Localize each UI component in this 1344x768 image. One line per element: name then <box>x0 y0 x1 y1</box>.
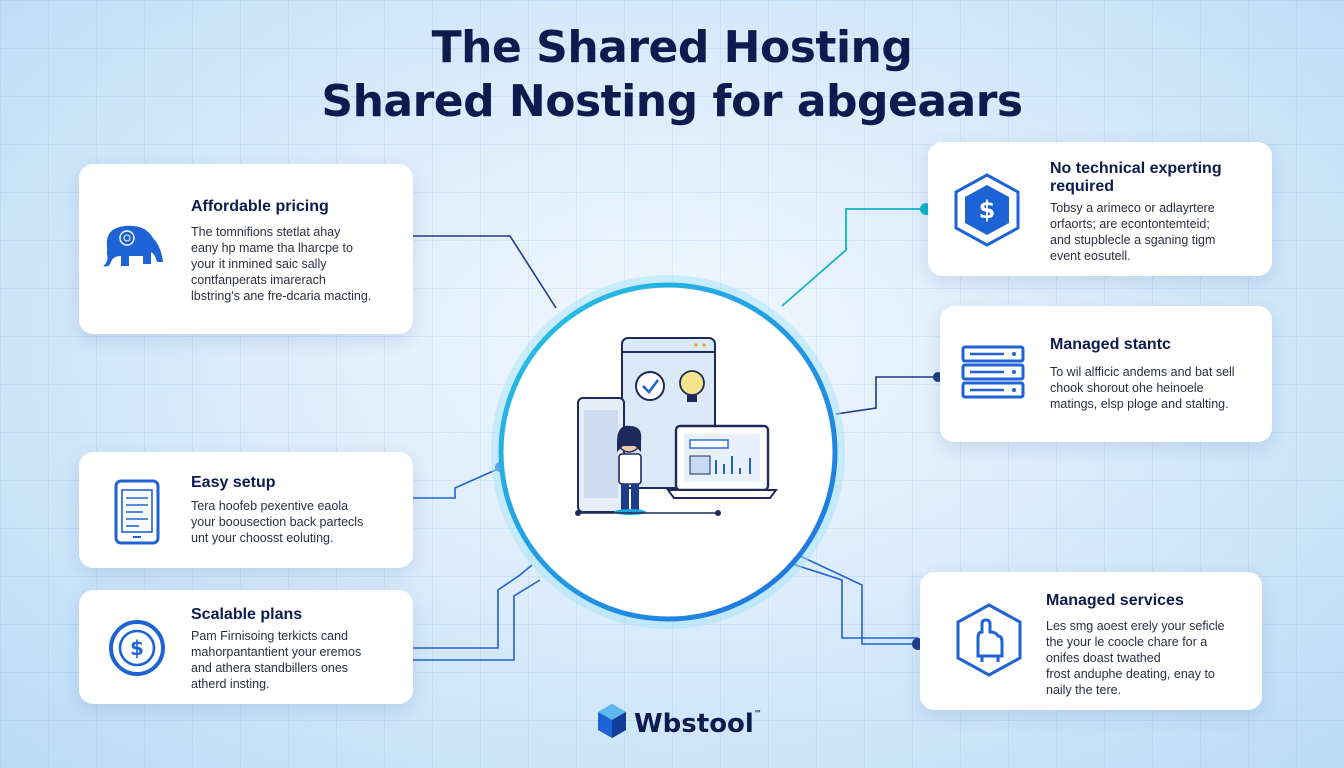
brand-logo-text: Wbstool™ <box>634 709 762 739</box>
card-easy-heading: Easy setup <box>191 474 276 491</box>
connector-managed-stantc <box>835 376 938 415</box>
card-easy-body: Tera hoofeb pexentive eaola your boousec… <box>191 499 364 545</box>
connector-scalable-a <box>413 564 533 649</box>
brand-logo: Wbstool™ <box>596 700 762 748</box>
svg-text:$: $ <box>130 636 144 660</box>
card-scalable-plans: $ Scalable plans Pam Firnisoing terkicts… <box>79 590 413 704</box>
dollar-hexagon-icon: $ <box>952 172 1022 253</box>
connector-scalable-b <box>413 579 541 661</box>
server-icon <box>960 344 1026 405</box>
card-affordable-body: The tomnifions stetlat ahay eany hp mame… <box>191 225 372 303</box>
connector-easy <box>413 467 501 499</box>
card-technical-body: Tobsy a arimeco or adlayrtere orfaorts; … <box>1050 201 1216 263</box>
card-affordable-heading: Affordable pricing <box>191 198 329 215</box>
dollar-coin-icon: $ <box>107 618 167 683</box>
card-managed-services-body: Les smg aoest erely your seficle the you… <box>1046 619 1225 697</box>
card-affordable-pricing: Affordable pricing The tomnifions stetla… <box>79 164 413 334</box>
card-managed-services: Managed services Les smg aoest erely you… <box>920 572 1262 710</box>
svg-text:$: $ <box>979 196 996 224</box>
connector-affordable <box>413 235 557 309</box>
card-scalable-heading: Scalable plans <box>191 606 303 623</box>
page-subtitle: Shared Nosting for abgeaars <box>321 76 1023 127</box>
card-managed-stantc-heading: Managed stantc <box>1050 336 1171 353</box>
card-managed-stantc: Managed stantc To wil alfficic andems an… <box>940 306 1272 442</box>
card-technical-heading: No technical experting required <box>1050 160 1222 195</box>
card-no-technical: $ No technical experting required Tobsy … <box>928 142 1272 276</box>
card-managed-services-heading: Managed services <box>1046 592 1184 609</box>
page-title: The Shared Hosting <box>431 22 913 73</box>
cube-logo-icon <box>596 702 628 747</box>
mobile-form-icon <box>113 478 161 551</box>
card-easy-setup: Easy setup Tera hoofeb pexentive eaola y… <box>79 452 413 568</box>
card-managed-stantc-body: To wil alfficic andems and bat sell choo… <box>1050 365 1235 411</box>
support-hand-icon <box>954 602 1024 683</box>
elephant-icon <box>97 216 167 277</box>
center-circle-glow <box>491 275 845 629</box>
center-illustration <box>575 337 778 516</box>
connector-managed-services-b <box>779 559 918 639</box>
card-scalable-body: Pam Firnisoing terkicts cand mahorpantan… <box>191 629 362 691</box>
connector-technical <box>781 208 926 307</box>
connector-managed-services-a <box>789 547 920 645</box>
